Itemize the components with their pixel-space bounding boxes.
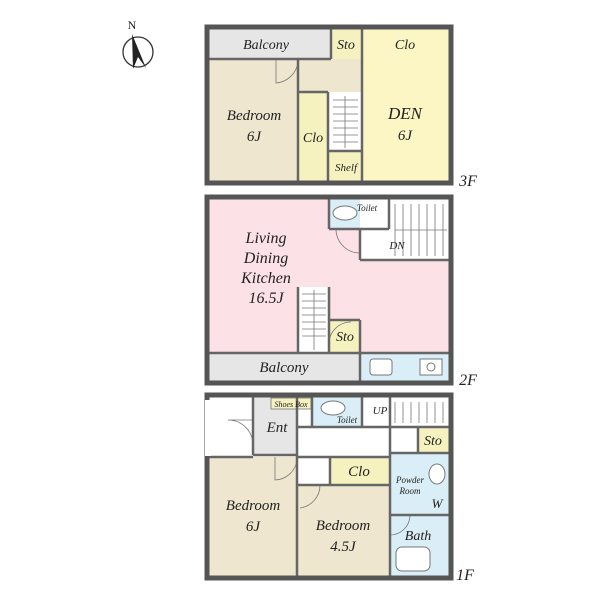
3f-den-name: DEN <box>387 104 424 123</box>
3f-balcony-label: Balcony <box>243 38 290 53</box>
1f-stairs-up <box>394 402 444 423</box>
2f-sink-icon <box>369 358 393 376</box>
north-arrow-icon <box>132 34 146 69</box>
1f-bath-label: Bath <box>405 529 431 544</box>
1f-entrance-label: Ent <box>266 420 289 436</box>
1f-washer-label: W <box>432 496 444 511</box>
2f-down-label: DN <box>388 240 405 252</box>
1f-bathtub-icon <box>395 546 431 572</box>
floor-3f: Balcony Sto Clo Bedroom 6J Clo DEN 6J Sh… <box>204 24 477 190</box>
3f-den-size: 6J <box>398 128 414 144</box>
2f-toilet-icon <box>332 205 358 221</box>
2f-balcony <box>209 353 360 381</box>
floor-2f: Toilet DN Living Dining Kitchen 16.5J St… <box>204 194 477 389</box>
2f-floor-label: 2F <box>459 372 477 389</box>
3f-den <box>362 59 449 181</box>
1f-bedroom-mid-size: 4.5J <box>330 539 357 555</box>
1f-bedroom-mid-name: Bedroom <box>316 518 371 534</box>
3f-closet-mid-label: Clo <box>303 131 323 146</box>
3f-storage <box>331 29 362 59</box>
2f-storage <box>329 320 360 353</box>
1f-up-label: UP <box>373 405 388 417</box>
1f-toilet-icon <box>320 400 346 416</box>
2f-stairs-up <box>302 290 326 350</box>
1f-storage-label: Sto <box>424 434 442 449</box>
1f-bedroom-left <box>209 457 297 576</box>
1f-bedroom-left-size: 6J <box>246 519 262 535</box>
1f-washbasin-icon <box>428 463 446 485</box>
3f-balcony <box>209 29 331 59</box>
3f-shelf <box>328 151 362 181</box>
1f-shoes-box-label: Shoes Box <box>274 400 308 409</box>
1f-closet-label: Clo <box>348 464 370 480</box>
floor-1f: Shoes Box Toilet UP Ent Sto Clo Powder R… <box>204 392 474 584</box>
3f-hall <box>298 59 362 92</box>
2f-ldk-size: 16.5J <box>248 290 284 307</box>
2f-stairs-down <box>394 204 447 256</box>
1f-bedroom-mid <box>297 485 390 576</box>
2f-ldk-line3: Kitchen <box>240 270 291 287</box>
1f-porch-gap <box>205 400 211 456</box>
compass-north-label: N <box>128 18 137 32</box>
2f-ldk-line2: Dining <box>243 250 288 267</box>
3f-floor-label: 3F <box>458 173 477 190</box>
2f-stove-burner-icon <box>426 362 436 372</box>
1f-closet <box>330 457 390 485</box>
1f-powder-line2: Room <box>399 486 421 496</box>
3f-bedroom-name: Bedroom <box>227 108 282 124</box>
3f-closet-mid <box>298 92 328 181</box>
1f-bedroom-left-name: Bedroom <box>226 498 281 514</box>
3f-closet-top <box>362 29 449 59</box>
1f-outline <box>204 392 454 581</box>
1f-powder-line1: Powder <box>395 475 424 485</box>
2f-balcony-label: Balcony <box>259 360 308 376</box>
3f-storage-label: Sto <box>337 38 355 53</box>
1f-entrance-door-icon <box>227 419 254 446</box>
2f-storage-label: Sto <box>336 330 354 345</box>
2f-ldk-line1: Living <box>245 230 287 247</box>
3f-outline <box>204 24 454 186</box>
2f-outline <box>204 194 454 386</box>
3f-bedroom-size: 6J <box>247 129 263 145</box>
2f-stair-up-area <box>298 287 329 353</box>
3f-closet-top-label: Clo <box>395 38 415 53</box>
2f-toilet-label: Toilet <box>357 203 378 213</box>
1f-floor-label: 1F <box>456 567 474 584</box>
1f-toilet-label: Toilet <box>337 415 358 425</box>
compass-ring <box>122 36 154 68</box>
3f-stairs <box>333 96 358 148</box>
3f-shelf-label: Shelf <box>335 162 359 174</box>
3f-bedroom <box>209 59 298 181</box>
2f-stove-icon <box>419 358 443 376</box>
1f-storage <box>418 427 449 453</box>
compass: N <box>122 18 154 69</box>
